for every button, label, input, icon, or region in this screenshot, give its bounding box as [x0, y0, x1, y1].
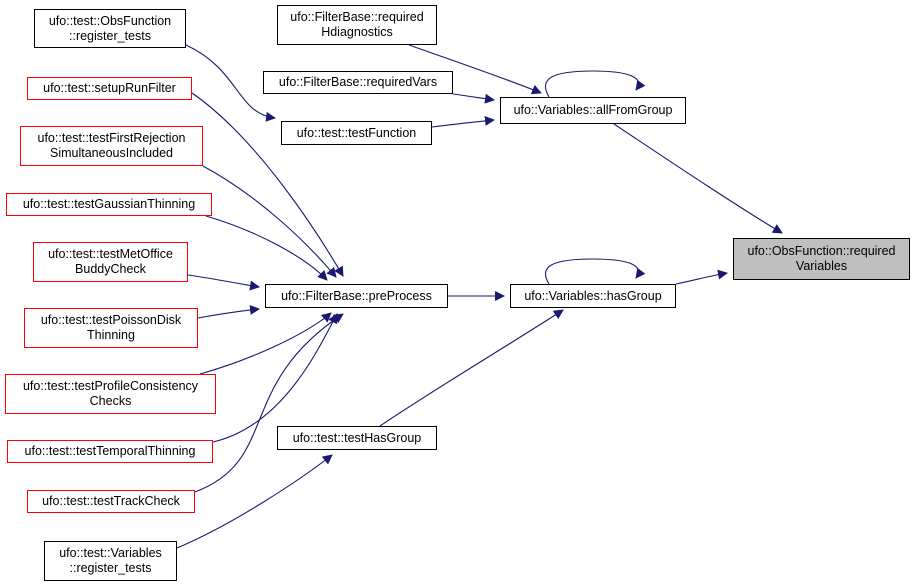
edge-test-has-group-to-has-group: [379, 309, 564, 427]
node-preprocess[interactable]: ufo::FilterBase::preProcess: [265, 284, 448, 308]
node-test-gaussian-thinning[interactable]: ufo::test::testGaussianThinning: [6, 193, 212, 216]
edge-req-hdiag-to-all-from-group: [408, 44, 542, 95]
node-required-vars[interactable]: ufo::FilterBase::requiredVars: [263, 71, 453, 94]
edge-test-poisson-to-pre-process: [197, 304, 260, 319]
edge-test-track-to-pre-process: [194, 313, 344, 493]
edge-has-group-to-has-group: [544, 258, 646, 285]
edge-test-profile-to-pre-process: [199, 312, 332, 375]
node-required-hdiagnostics[interactable]: ufo::FilterBase::required Hdiagnostics: [277, 5, 437, 45]
node-obsfunction-register-tests[interactable]: ufo::test::ObsFunction ::register_tests: [34, 9, 186, 48]
node-test-function[interactable]: ufo::test::testFunction: [281, 121, 432, 145]
edge-test-function-to-all-from-group: [431, 115, 495, 128]
node-test-profile-consistency[interactable]: ufo::test::testProfileConsistency Checks: [5, 374, 216, 414]
node-test-metoffice-buddycheck[interactable]: ufo::test::testMetOffice BuddyCheck: [33, 242, 188, 282]
node-all-from-group[interactable]: ufo::Variables::allFromGroup: [500, 97, 686, 124]
node-obsfunction-required-variables: ufo::ObsFunction::required Variables: [733, 238, 910, 280]
edge-all-from-group-to-required-vars: [613, 123, 783, 234]
edge-req-vars-to-all-from-group: [452, 93, 495, 104]
node-test-poisson-disk-thinning[interactable]: ufo::test::testPoissonDisk Thinning: [24, 308, 198, 348]
edge-vars-register-to-test-has-group: [176, 454, 333, 549]
edge-obsfn-register-to-test-function: [185, 44, 276, 122]
edge-test-met-office-to-pre-process: [187, 274, 260, 291]
node-test-track-check[interactable]: ufo::test::testTrackCheck: [27, 490, 195, 513]
node-test-temporal-thinning[interactable]: ufo::test::testTemporalThinning: [7, 440, 213, 463]
node-test-first-rejection[interactable]: ufo::test::testFirstRejection Simultaneo…: [20, 126, 203, 166]
node-variables-register-tests[interactable]: ufo::test::Variables ::register_tests: [44, 541, 177, 581]
node-has-group[interactable]: ufo::Variables::hasGroup: [510, 284, 676, 308]
edge-setup-run-filter-to-pre-process: [191, 92, 344, 277]
node-test-has-group[interactable]: ufo::test::testHasGroup: [277, 426, 437, 450]
edge-test-gaussian-to-pre-process: [205, 215, 328, 281]
edge-all-from-group-to-all-from-group: [544, 70, 646, 98]
node-setup-run-filter[interactable]: ufo::test::setupRunFilter: [27, 77, 192, 100]
edge-has-group-to-required-vars: [675, 269, 728, 285]
edge-test-first-rej-to-pre-process: [202, 165, 337, 278]
edge-test-temporal-to-pre-process: [212, 313, 338, 443]
